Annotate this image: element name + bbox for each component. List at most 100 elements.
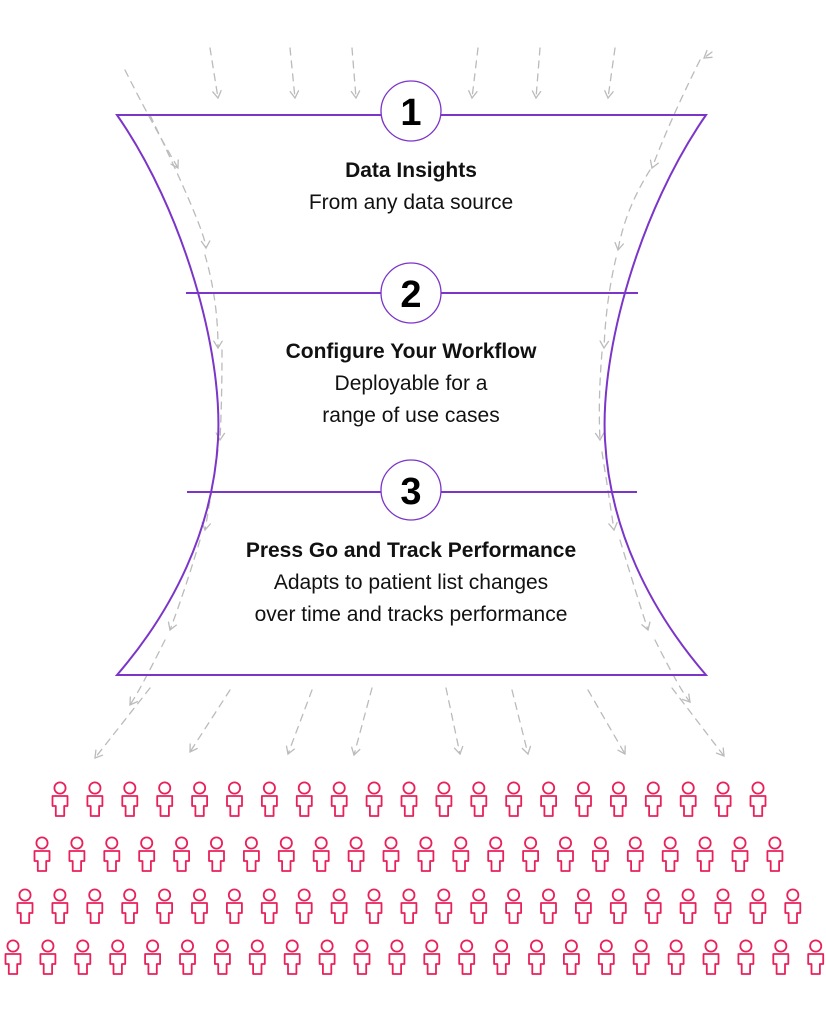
flow-arrow-line (189, 689, 231, 753)
person-outline-icon (435, 781, 453, 817)
person-outline-icon (365, 781, 383, 817)
person-outline-icon (487, 836, 505, 872)
arrow-head-icon (703, 49, 713, 59)
arrow-head-icon (453, 745, 464, 756)
person-outline-icon (295, 781, 313, 817)
person-outline-icon (39, 939, 57, 975)
person-outline-icon (592, 836, 609, 872)
flow-arrow (209, 47, 222, 100)
person-outline-icon (731, 836, 749, 872)
arrow-head-icon (129, 696, 138, 707)
arrow-head-icon (604, 90, 614, 100)
person-outline-icon (609, 888, 627, 924)
person-outline-icon (260, 888, 278, 924)
person-outline-icon (557, 836, 574, 872)
person-outline-icon (505, 781, 523, 817)
person-outline-icon (435, 888, 453, 924)
person-outline-icon (632, 939, 650, 975)
flow-arrow-line (169, 539, 201, 631)
step-1-title: Data Insights (345, 159, 477, 182)
step-1-number: 1 (400, 92, 421, 134)
arrow-head-icon (167, 621, 177, 632)
person-outline-icon (86, 888, 104, 924)
person-outline-icon (33, 836, 51, 872)
step-1-badge-circle (380, 80, 442, 142)
flow-arrow-line (607, 47, 616, 99)
arrow-head-icon (289, 90, 300, 100)
funnel-outline (114, 114, 709, 676)
flow-arrow-line (601, 451, 615, 531)
step-2-number: 2 (400, 274, 421, 316)
flow-arrow (654, 639, 691, 703)
person-outline-icon (261, 781, 278, 817)
flow-arrow (167, 539, 201, 632)
person-outline-icon (644, 781, 662, 817)
step-3-description-line-1: Adapts to patient list changes (274, 571, 548, 594)
flow-arrow-line (619, 539, 649, 631)
flow-arrow-line (149, 114, 207, 249)
person-outline-icon (470, 781, 488, 817)
flow-arrow (601, 451, 618, 532)
step-3-number: 3 (400, 471, 421, 513)
arrow-head-icon (599, 340, 610, 350)
person-outline-icon (144, 939, 161, 975)
arrow-head-icon (641, 621, 651, 632)
flow-arrow-line (617, 169, 651, 251)
person-outline-icon (737, 939, 755, 975)
flow-arrow (285, 689, 313, 756)
person-outline-icon (295, 888, 313, 924)
person-outline-icon (505, 888, 522, 924)
flow-arrow-line (94, 687, 151, 759)
step-2-description-line-1: Deployable for a (335, 372, 488, 395)
person-outline-icon (353, 939, 371, 975)
flow-arrow (531, 47, 542, 100)
person-outline-icon (156, 781, 174, 817)
flow-arrow (511, 689, 532, 756)
person-outline-icon (226, 888, 243, 924)
flow-arrow-line (129, 639, 166, 706)
flow-arrow-line (124, 69, 179, 169)
flow-arrow-line (654, 639, 691, 703)
step-2-badge: 2 (380, 262, 442, 324)
flow-arrow-line (603, 257, 617, 349)
flow-arrow-line (671, 687, 725, 757)
person-outline-icon (191, 781, 208, 817)
flow-arrow (129, 639, 166, 707)
person-outline-icon (382, 836, 400, 872)
person-outline-icon (318, 939, 336, 975)
person-outline-icon (493, 939, 510, 975)
flow-arrow (468, 47, 479, 100)
flow-arrow (703, 49, 713, 59)
arrow-head-icon (189, 743, 198, 754)
person-outline-icon (766, 836, 784, 872)
person-outline-icon (248, 939, 266, 975)
arrow-head-icon (531, 90, 542, 100)
person-outline-icon (400, 888, 418, 924)
arrow-head-icon (200, 240, 211, 250)
flow-arrow-line (204, 254, 219, 349)
person-outline-icon (423, 939, 441, 975)
flow-arrow-line (353, 687, 373, 756)
arrow-head-icon (285, 745, 295, 756)
arrow-head-icon (614, 241, 624, 252)
person-outline-icon (667, 939, 685, 975)
person-outline-icon (714, 781, 732, 817)
person-outline-icon (452, 836, 470, 872)
arrow-head-icon (617, 745, 626, 756)
person-outline-icon (597, 939, 615, 975)
flow-arrow-line (703, 51, 713, 59)
flow-arrow (599, 257, 617, 350)
person-outline-icon (679, 888, 697, 924)
person-outline-icon (277, 836, 295, 872)
person-outline-icon (68, 836, 86, 872)
step-3-description-line-2: over time and tracks performance (255, 603, 568, 626)
person-outline-icon (661, 836, 679, 872)
step-3-badge-circle (380, 459, 442, 521)
person-outline-icon (749, 888, 767, 924)
flow-arrow-line (287, 689, 313, 755)
flow-arrow (619, 539, 651, 632)
flow-arrow (445, 687, 464, 756)
arrow-head-icon (681, 693, 691, 703)
person-outline-icon (575, 781, 592, 817)
